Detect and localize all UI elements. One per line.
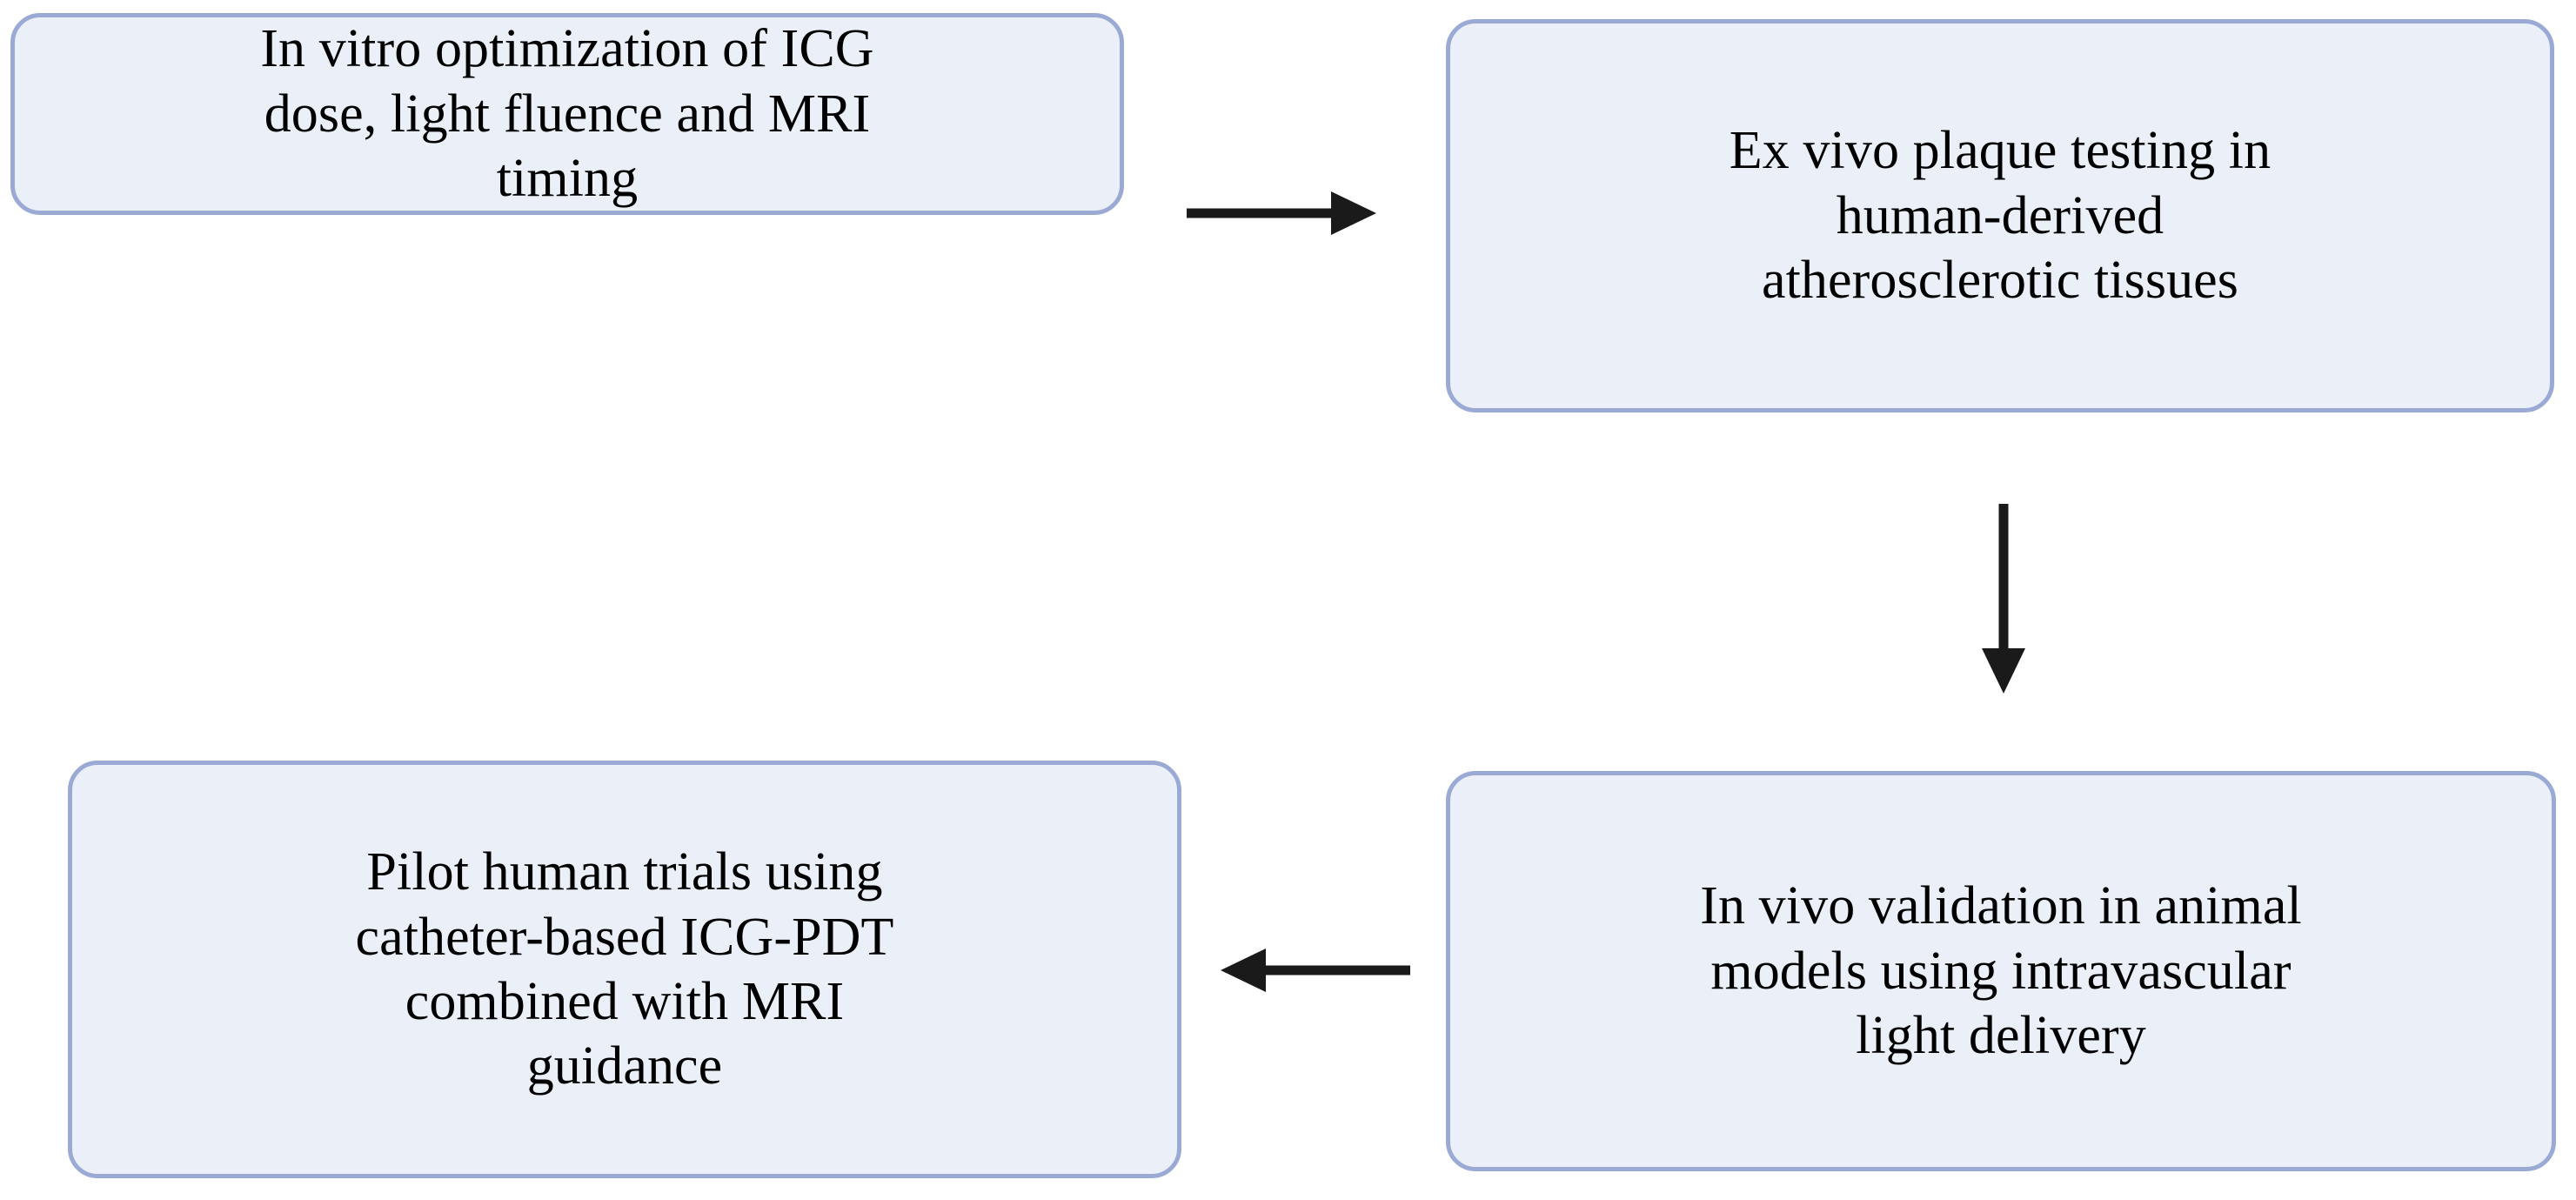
node-in-vivo-validation[interactable]: In vivo validation in animal models usin… <box>1446 771 2556 1171</box>
node-pilot-human-trials[interactable]: Pilot human trials using catheter-based … <box>68 761 1181 1178</box>
arrow-left-icon-invivo-to-pilot <box>1218 931 1414 1009</box>
node-in-vitro-optimization[interactable]: In vitro optimization of ICG dose, light… <box>10 13 1124 215</box>
node-in-vitro-optimization-label: In vitro optimization of ICG dose, light… <box>260 19 874 209</box>
node-pilot-human-trials-label: Pilot human trials using catheter-based … <box>355 842 894 1096</box>
arrow-down-icon-exvivo-to-invivo <box>1964 500 2043 696</box>
node-in-vivo-validation-label: In vivo validation in animal models usin… <box>1700 876 2302 1066</box>
node-ex-vivo-plaque-testing[interactable]: Ex vivo plaque testing in human-derived … <box>1446 19 2554 412</box>
arrow-right-icon-invitro-to-exvivo <box>1183 174 1379 252</box>
node-ex-vivo-plaque-testing-label: Ex vivo plaque testing in human-derived … <box>1729 121 2272 311</box>
